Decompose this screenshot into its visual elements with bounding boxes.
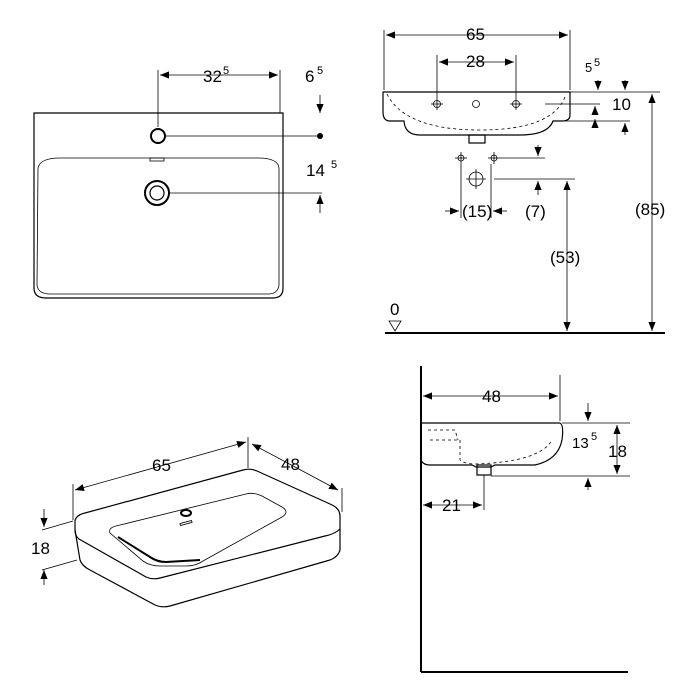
dim-waste-drop: (7) <box>525 202 546 221</box>
dim-iso-height: 18 <box>31 539 50 558</box>
tap-hole <box>150 128 166 144</box>
dim-tap-offset: 32 <box>203 67 222 86</box>
dim-waste-height: (53) <box>550 248 580 267</box>
iso-basin-front-face <box>74 529 341 608</box>
dim-waste-spacing: (15) <box>462 202 492 221</box>
dim-tap-from-top: 6 <box>305 67 314 86</box>
basin-outline-front <box>382 91 571 136</box>
top-view: 32 5 6 5 14 5 <box>33 65 337 299</box>
dim-top-offset-sup: 5 <box>594 57 600 69</box>
dim-bowl-depth-sup: 5 <box>591 431 597 443</box>
drain-inner <box>149 185 165 201</box>
iso-basin-top <box>74 468 341 580</box>
tap-hole-right <box>510 98 522 110</box>
dim-line-iso-width <box>74 440 247 492</box>
dim-front-width: 65 <box>466 25 485 44</box>
dim-iso-width: 65 <box>152 456 171 475</box>
dim-waste-from-wall: 21 <box>442 496 461 515</box>
basin-outline-top <box>33 112 284 299</box>
supply-mark-right <box>488 152 500 164</box>
tap-hole-center <box>472 100 480 108</box>
dim-drain-from-tap: 14 <box>306 161 325 180</box>
isometric-view: 65 48 18 <box>31 437 343 608</box>
bowl-outline-top <box>36 157 280 295</box>
dim-tap-offset-sup: 5 <box>223 65 229 77</box>
iso-overflow <box>179 519 193 527</box>
iso-tap-hole <box>180 509 192 517</box>
basin-outline-side <box>420 422 564 468</box>
iso-bowl-shadow <box>117 536 201 564</box>
supply-mark-left <box>455 152 467 164</box>
side-view: 48 13 5 18 21 <box>420 366 630 673</box>
side-bowl-hidden <box>428 429 553 465</box>
dim-line-iso-depth <box>251 443 339 491</box>
dim-tap-spacing: 28 <box>466 52 485 71</box>
dim-tap-from-top-sup: 5 <box>317 65 323 77</box>
dim-rim-from-floor: (85) <box>635 200 665 219</box>
dim-iso-depth: 48 <box>281 455 300 474</box>
floor-level-symbol <box>388 320 402 332</box>
front-view: 65 28 5 5 10 (15) (7) (53) ( <box>382 25 665 334</box>
waste-stub <box>468 134 486 144</box>
floor-level-label: 0 <box>390 300 399 319</box>
dim-rim-height: 10 <box>612 95 631 114</box>
dim-side-height: 18 <box>608 442 627 461</box>
dim-side-depth: 48 <box>482 387 501 406</box>
dim-drain-from-tap-sup: 5 <box>331 159 337 171</box>
waste-outlet-mark <box>466 169 486 189</box>
drain-outer <box>144 180 170 206</box>
bowl-hidden-line <box>386 93 567 131</box>
tap-hole-left <box>431 98 443 110</box>
overflow-slot <box>149 157 165 162</box>
iso-bowl-outline <box>109 492 287 567</box>
dim-bowl-depth: 13 <box>572 435 589 452</box>
dim-top-offset: 5 <box>585 60 592 75</box>
